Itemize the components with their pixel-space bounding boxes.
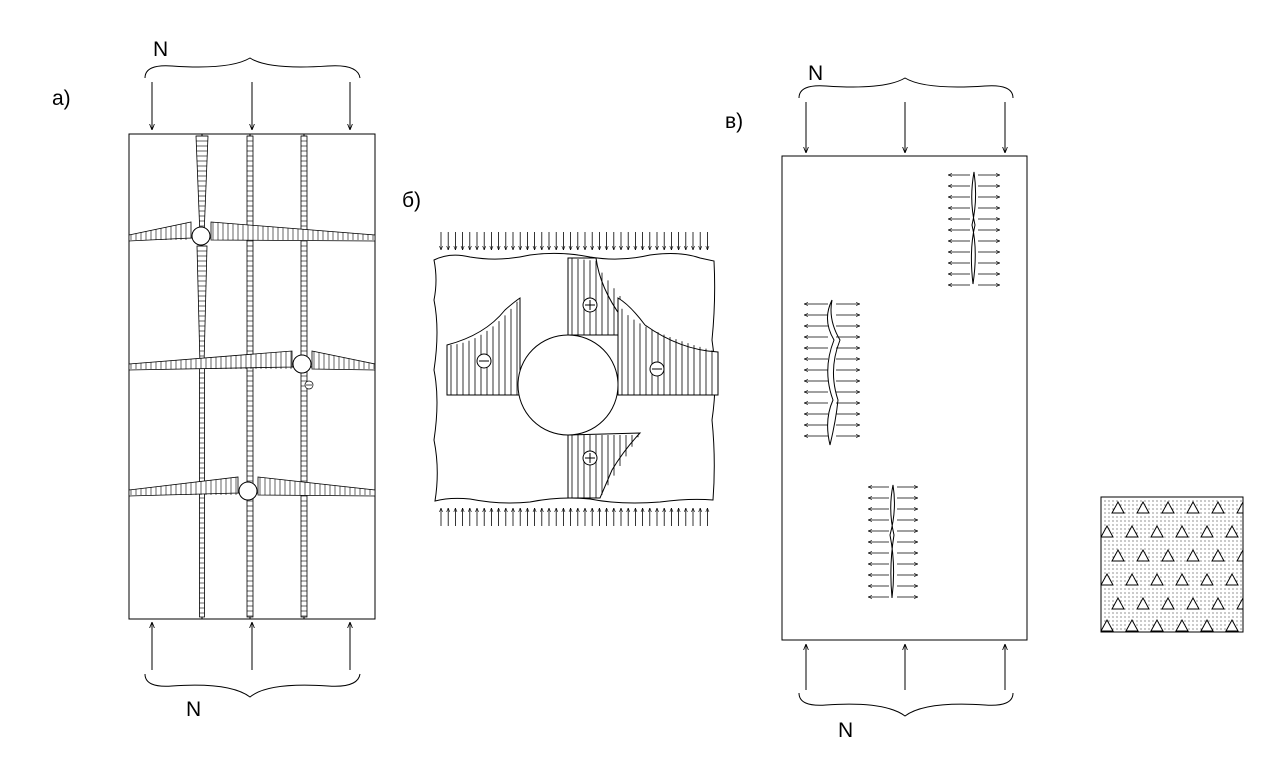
sign-minus-right: [649, 361, 665, 377]
load-bottom-label-c: N: [838, 719, 853, 742]
triangle-mark: [1225, 572, 1239, 586]
triangle-mark: [1125, 524, 1139, 538]
panel-c-label: в): [725, 110, 743, 133]
epure-bottom-plus: [567, 432, 642, 499]
distributed-load-top-b: [441, 232, 707, 250]
triangle-mark: [1175, 524, 1189, 538]
panel-c: в) N N: [725, 62, 1028, 742]
triangle-mark: [1150, 572, 1164, 586]
stress-band-horizontal: [257, 476, 376, 497]
panel-a-label: а): [52, 87, 71, 110]
void-circle: [292, 354, 312, 374]
stress-band-horizontal: [128, 350, 293, 371]
load-arrows-bottom-c: [806, 644, 1005, 690]
crack-bottom: [889, 484, 895, 599]
distributed-load-bottom-b: [441, 508, 707, 526]
triangle-mark: [1211, 596, 1225, 610]
triangle-mark: [1125, 572, 1139, 586]
stress-epures-b: [446, 257, 719, 499]
sign-plus-top: [582, 297, 598, 313]
stress-band-vertical: [246, 135, 254, 618]
brace-bottom-a: [144, 673, 361, 698]
stress-band-vertical: [196, 245, 208, 366]
triangle-mark: [1200, 572, 1214, 586]
brace-bottom-c: [798, 692, 1014, 717]
triangle-mark: [1136, 596, 1150, 610]
triangle-mark: [1225, 618, 1239, 632]
epure-right-minus: [617, 297, 719, 396]
load-bottom-label-a: N: [186, 698, 201, 721]
load-top-label-c: N: [808, 62, 823, 85]
specimen-body-a: [128, 133, 376, 620]
triangle-mark: [1236, 596, 1243, 610]
load-arrows-top-c: [806, 102, 1005, 153]
crack-top-right: [970, 171, 977, 285]
triangle-mark: [1111, 500, 1125, 514]
sign-plus-bottom: [582, 450, 598, 466]
specimen-body-c: [781, 155, 1028, 641]
triangle-mark: [1211, 500, 1225, 514]
triangle-mark: [1161, 548, 1175, 562]
triangle-pattern: [1101, 500, 1243, 632]
stress-band-horizontal: [128, 476, 239, 497]
voids-a: [191, 226, 314, 501]
brace-top-a: [144, 57, 361, 79]
triangle-mark: [1200, 524, 1214, 538]
epure-left-minus: [446, 297, 521, 396]
triangle-mark: [1225, 524, 1239, 538]
triangle-mark: [1101, 618, 1114, 632]
brace-top-c: [798, 77, 1014, 99]
panel-b-label: б): [402, 189, 421, 212]
triangle-mark: [1175, 572, 1189, 586]
triangle-mark: [1161, 596, 1175, 610]
void-circle: [238, 481, 258, 501]
triangle-mark: [1150, 524, 1164, 538]
stress-band-vertical: [300, 135, 308, 618]
triangle-mark: [1161, 500, 1175, 514]
panel-b: б): [402, 189, 719, 526]
stress-band-horizontal: [311, 350, 376, 371]
legend-border: [1100, 496, 1244, 633]
tension-arrows-c: [804, 175, 1000, 597]
triangle-mark: [1236, 548, 1243, 562]
stress-band-horizontal: [128, 221, 192, 242]
stress-diagrams-a: [128, 135, 376, 618]
material-legend-swatch: [1100, 496, 1244, 633]
load-arrows-bottom-a: [152, 622, 350, 670]
triangle-mark: [1136, 500, 1150, 514]
hole-circle-b: [517, 334, 619, 436]
void-circle: [191, 226, 211, 246]
triangle-mark: [1211, 548, 1225, 562]
triangle-mark: [1111, 548, 1125, 562]
panel-a: а) N N: [52, 38, 376, 721]
triangle-mark: [1200, 618, 1214, 632]
load-top-label-a: N: [153, 38, 168, 61]
triangle-mark: [1186, 548, 1200, 562]
triangle-mark: [1111, 596, 1125, 610]
crack-middle-left: [827, 299, 841, 446]
plate-outline-b: [433, 252, 716, 504]
triangle-mark: [1236, 500, 1243, 514]
load-arrows-top-a: [152, 82, 350, 130]
triangle-mark: [1186, 596, 1200, 610]
triangle-mark: [1136, 548, 1150, 562]
triangle-mark: [1175, 618, 1189, 632]
triangle-mark: [1101, 524, 1114, 538]
sign-minus-left: [476, 353, 492, 369]
triangle-mark: [1101, 572, 1114, 586]
triangle-mark: [1186, 500, 1200, 514]
triangle-mark: [1150, 618, 1164, 632]
triangle-mark: [1125, 618, 1139, 632]
